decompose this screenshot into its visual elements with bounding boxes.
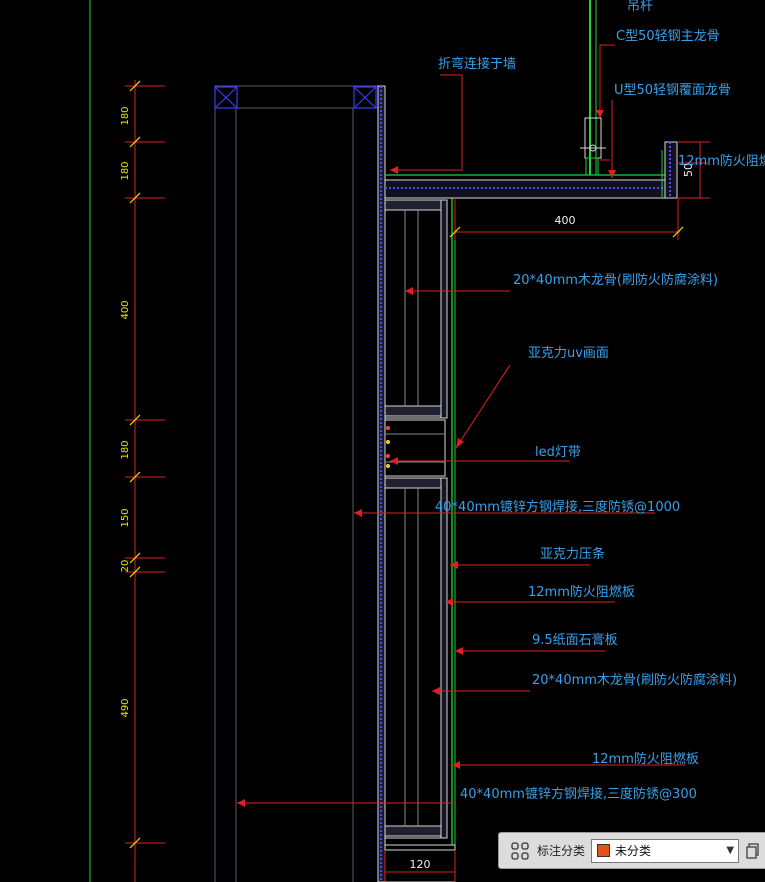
label-acrylic-strip: 亚克力压条 <box>540 546 605 562</box>
category-color-swatch <box>597 844 611 857</box>
dim-180-a: 180 <box>120 106 131 125</box>
label-acrylic-uv: 亚克力uv画面 <box>528 346 609 361</box>
ceiling-bulkhead <box>384 141 678 199</box>
grid-icon[interactable] <box>505 836 535 866</box>
label-wall-connection: 折弯连接于墙 <box>438 56 516 72</box>
label-steel-300: 40*40mm镀锌方钢焊接,三度防锈@300 <box>460 786 697 802</box>
leader-lines <box>237 44 708 804</box>
steel-section-marks <box>214 86 377 109</box>
hanger-assembly <box>580 0 606 176</box>
label-wood-keel-1: 20*40mm木龙骨(刷防火防腐涂料) <box>513 272 718 288</box>
label-hanger: 吊杆 <box>627 0 653 14</box>
category-select-value: 未分类 <box>615 844 652 858</box>
label-wood-keel-2: 20*40mm木龙骨(刷防火防腐涂料) <box>532 672 737 688</box>
dim-150: 150 <box>120 508 131 527</box>
annotation-category-toolbar: 标注分类 未分类 ▼ <box>498 832 765 869</box>
label-led-strip: led灯带 <box>535 445 581 460</box>
dimension-chain <box>125 80 165 882</box>
dimension-texts: 180 180 400 180 150 20 490 <box>120 106 131 717</box>
label-steel-1000: 40*40mm镀锌方钢焊接,三度防锈@1000 <box>435 499 680 515</box>
dim-180-c: 180 <box>120 440 131 459</box>
label-fireboard-top: 12mm防火阻燃板 <box>678 153 765 169</box>
annotations: 吊杆 C型50轻钢主龙骨 折弯连接于墙 U型50轻钢覆面龙骨 12mm防火阻燃板… <box>435 0 765 802</box>
label-c-main-keel: C型50轻钢主龙骨 <box>616 29 720 44</box>
steel-column <box>214 85 379 882</box>
category-select[interactable]: 未分类 ▼ <box>591 838 740 863</box>
dim-180-b: 180 <box>120 161 131 180</box>
dim-20: 20 <box>120 560 131 573</box>
dim-400: 400 <box>120 300 131 319</box>
dim-400-horizontal: 400 <box>555 214 576 227</box>
label-gypsum-board: 9.5纸面石膏板 <box>532 632 618 648</box>
dim-490: 490 <box>120 698 131 717</box>
led-dots <box>386 426 390 468</box>
label-fireboard-1: 12mm防火阻燃板 <box>528 584 635 600</box>
category-label: 标注分类 <box>537 844 586 858</box>
dimension-horizontal: 400 50 120 <box>384 141 710 882</box>
label-fireboard-2: 12mm防火阻燃板 <box>592 751 699 767</box>
label-u-cover-keel: U型50轻钢覆面龙骨 <box>614 83 731 98</box>
dim-50: 50 <box>682 163 695 177</box>
copy-icon[interactable] <box>745 836 761 866</box>
chevron-down-icon: ▼ <box>726 844 735 856</box>
dim-120: 120 <box>410 858 431 871</box>
wall-layers <box>377 85 456 882</box>
leader-arrows <box>237 110 616 807</box>
